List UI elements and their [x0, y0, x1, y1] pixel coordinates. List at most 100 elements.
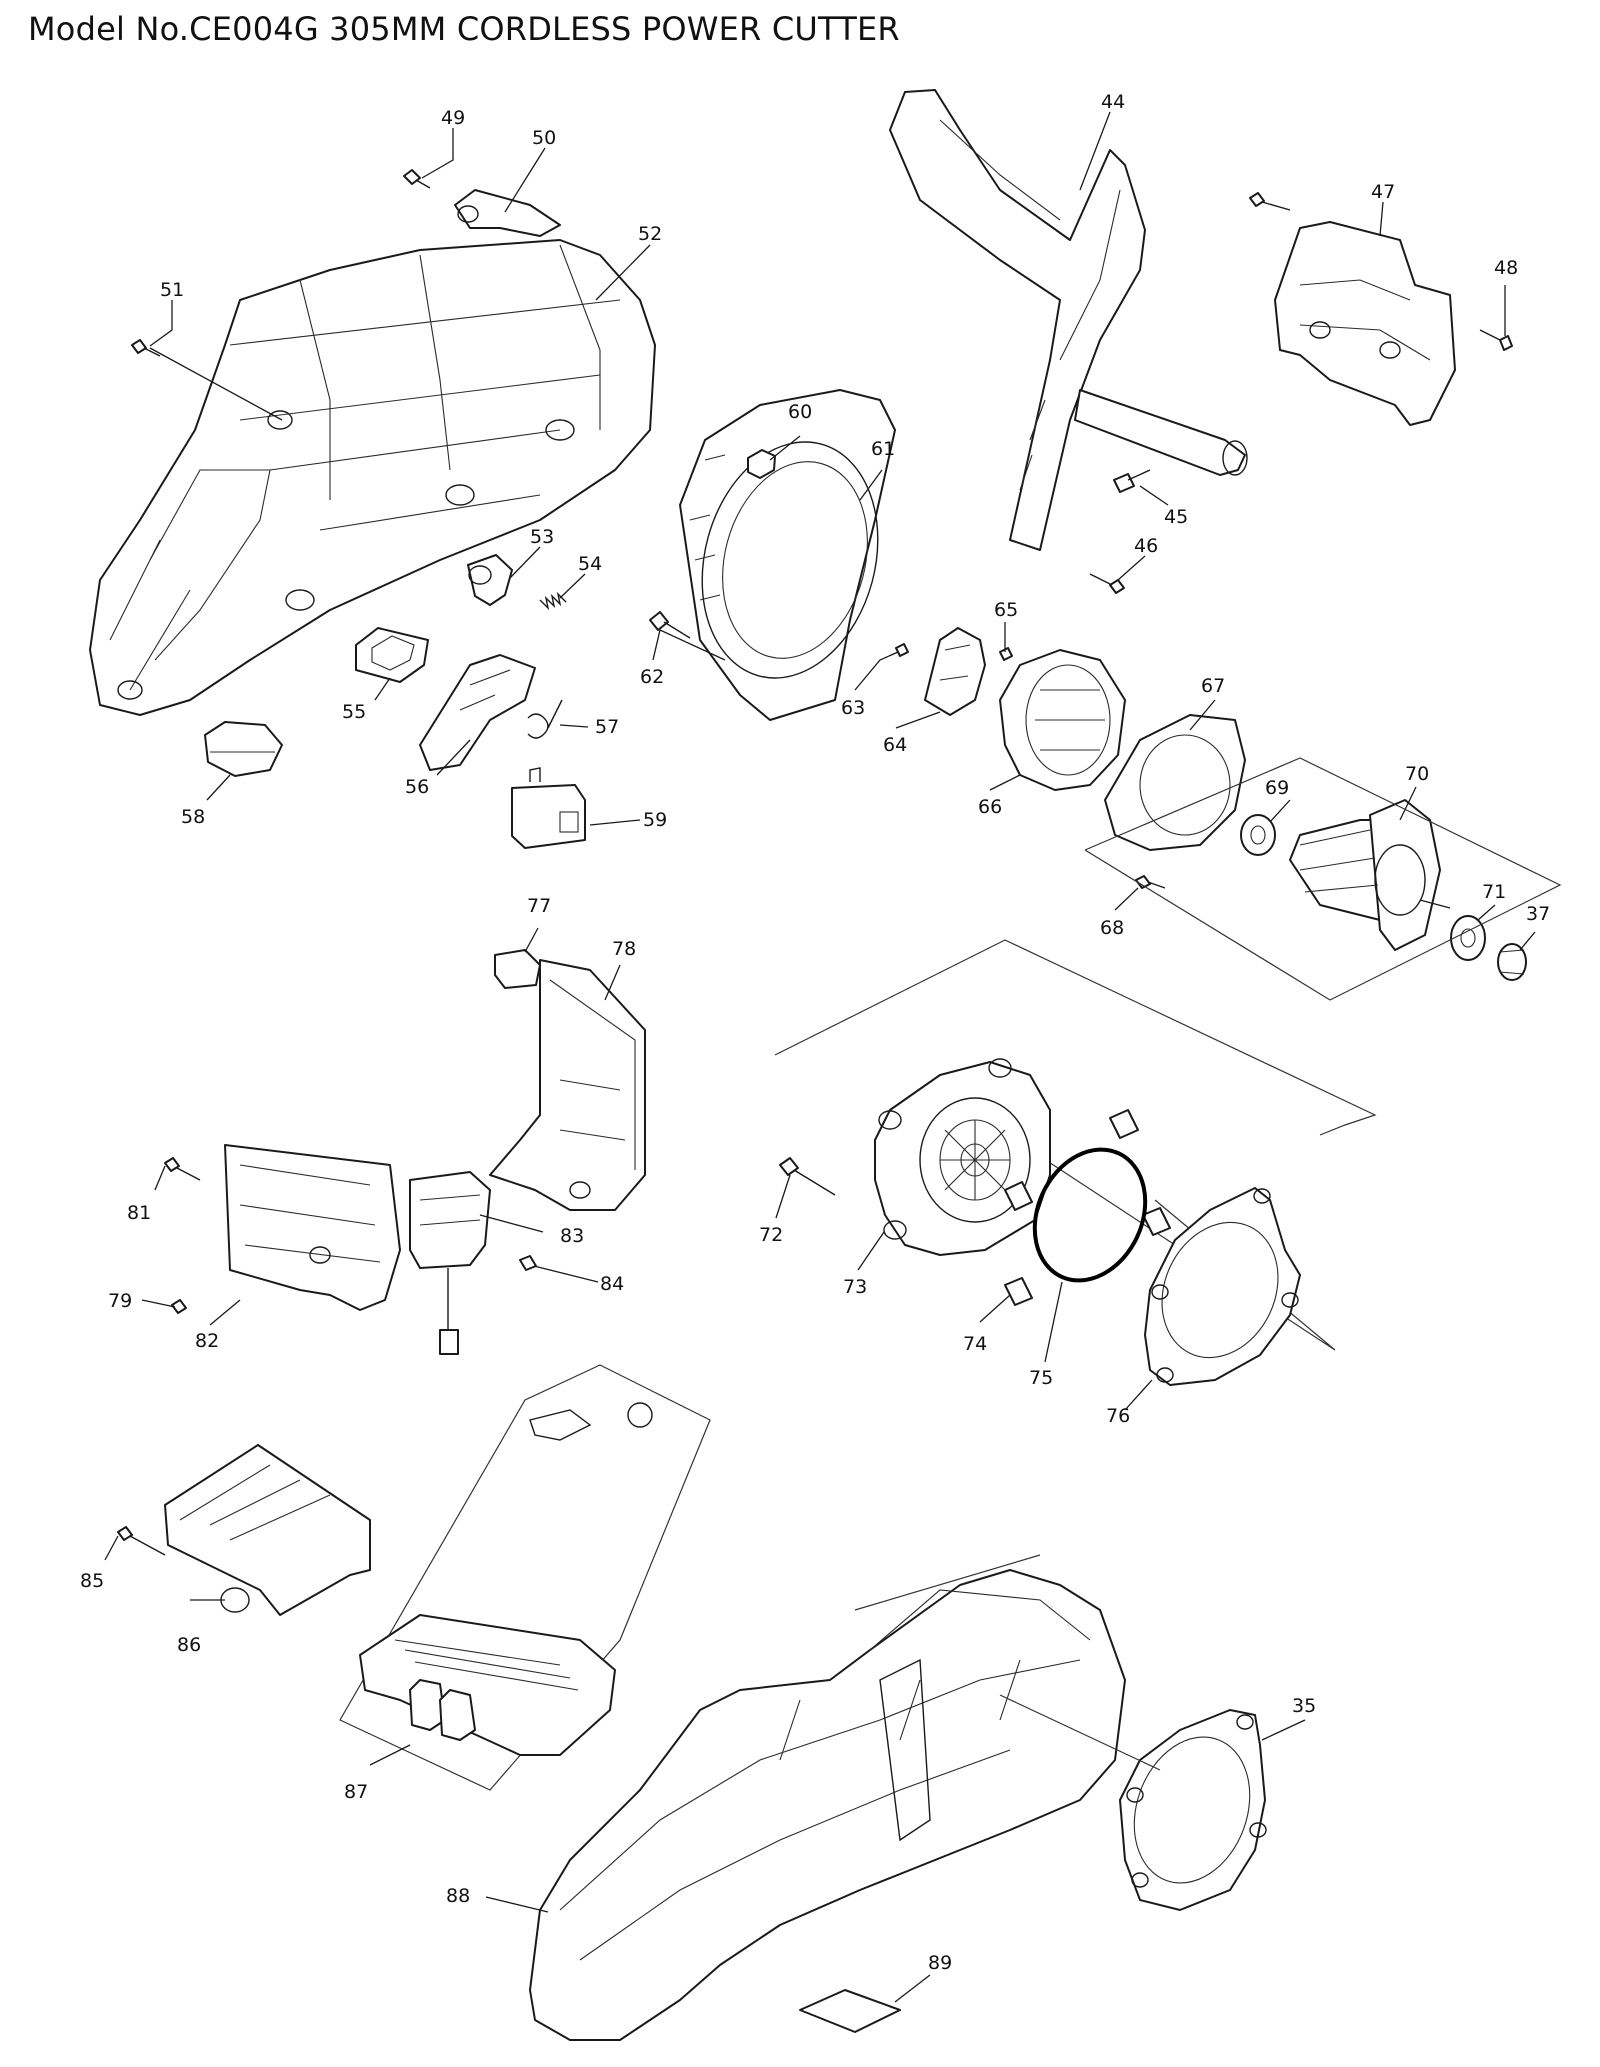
callout-82: 82	[195, 1330, 219, 1352]
part-89-label	[799, 1989, 901, 2033]
callout-74: 74	[963, 1333, 987, 1355]
callout-52: 52	[638, 223, 662, 245]
part-58-rubber-cap	[204, 721, 283, 777]
part-49-screw	[403, 169, 431, 189]
part-71-ball-bearing	[1450, 915, 1486, 961]
part-59-switch-unit	[511, 767, 586, 849]
part-83-switch-board	[409, 1171, 491, 1355]
part-87-controller	[359, 1402, 653, 1756]
callout-79: 79	[108, 1290, 132, 1312]
callout-51: 51	[160, 279, 184, 301]
housing-group-frame	[854, 1554, 1161, 1771]
callout-69: 69	[1265, 777, 1289, 799]
callout-55: 55	[342, 701, 366, 723]
callout-78: 78	[612, 938, 636, 960]
part-85-screw	[117, 1526, 166, 1556]
callout-50: 50	[532, 127, 556, 149]
callout-88: 88	[446, 1885, 470, 1907]
part-37-pinion-gear	[1497, 943, 1527, 981]
part-45-screw	[1113, 469, 1151, 493]
part-77-label	[494, 949, 541, 989]
callout-62: 62	[640, 666, 664, 688]
part-54-spring	[539, 591, 567, 611]
controller-group-frame	[339, 1364, 711, 1791]
callout-58: 58	[181, 806, 205, 828]
part-86-cover	[164, 1444, 371, 1616]
part-67-baffle-plate	[1104, 714, 1246, 851]
part-47-screw	[1249, 192, 1291, 211]
callout-85: 85	[80, 1570, 104, 1592]
part-65-screw	[999, 647, 1013, 661]
callout-72: 72	[759, 1224, 783, 1246]
part-66-stator	[999, 649, 1126, 791]
part-75-o-ring	[1032, 1147, 1148, 1283]
page-title: Model No.CE004G 305MM CORDLESS POWER CUT…	[28, 10, 900, 48]
part-76-gasket	[1144, 1187, 1301, 1386]
callout-61: 61	[871, 438, 895, 460]
callout-37: 37	[1526, 903, 1550, 925]
part-47-handle-bracket	[1274, 221, 1456, 426]
part-63-screw	[895, 643, 909, 657]
callout-45: 45	[1164, 506, 1188, 528]
part-88-main-housing	[529, 1569, 1126, 2041]
part-57-torsion-spring	[527, 699, 563, 739]
callout-73: 73	[843, 1276, 867, 1298]
callout-35: 35	[1292, 1695, 1316, 1717]
callout-67: 67	[1201, 675, 1225, 697]
callout-63: 63	[841, 697, 865, 719]
leader-lines	[104, 111, 1536, 2003]
part-82-switch-box-cover	[224, 1144, 401, 1311]
callout-60: 60	[788, 401, 812, 423]
part-78-controller-cover	[489, 959, 646, 1211]
callout-76: 76	[1106, 1405, 1130, 1427]
callout-71: 71	[1482, 881, 1506, 903]
part-68-screw	[1135, 875, 1166, 889]
part-69-ball-bearing	[1240, 814, 1276, 856]
callout-labels: 49 50 51 52 53 54 55 56 57 58 59 44 45 4…	[80, 91, 1550, 1974]
part-50-lever-cover	[454, 189, 561, 237]
part-81-screw	[164, 1157, 201, 1181]
callout-83: 83	[560, 1225, 584, 1247]
part-74-dowel-pins	[1004, 1109, 1171, 1306]
callout-87: 87	[344, 1781, 368, 1803]
part-72-screw	[779, 1157, 836, 1196]
part-60-hall-sensor	[747, 449, 776, 479]
callout-65: 65	[994, 599, 1018, 621]
part-84-screw	[519, 1255, 537, 1271]
callout-68: 68	[1100, 917, 1124, 939]
callout-49: 49	[441, 107, 465, 129]
part-35-clamp-ring	[1119, 1709, 1267, 1911]
part-44-front-handle	[889, 89, 1248, 551]
callout-56: 56	[405, 776, 429, 798]
callout-84: 84	[600, 1273, 624, 1295]
part-62-screw	[649, 611, 691, 639]
part-73-gear-housing-cover	[874, 1058, 1051, 1256]
part-46-screw	[1089, 573, 1125, 594]
part-56-switch-trigger	[419, 654, 536, 771]
callout-59: 59	[643, 809, 667, 831]
part-70-armature	[1289, 799, 1451, 951]
part-64-sensor-board	[924, 627, 986, 716]
armature-group-frame	[1084, 757, 1562, 1001]
callout-66: 66	[978, 796, 1002, 818]
part-52-housing-half	[89, 239, 656, 716]
callout-57: 57	[595, 716, 619, 738]
part-61-motor-housing	[679, 389, 896, 721]
part-55-switch-button	[355, 627, 429, 683]
callout-47: 47	[1371, 181, 1395, 203]
callout-86: 86	[177, 1634, 201, 1656]
part-79-screw	[171, 1299, 187, 1314]
part-53-lock-button	[467, 554, 513, 606]
callout-77: 77	[527, 895, 551, 917]
callout-89: 89	[928, 1952, 952, 1974]
part-51-screw	[131, 339, 161, 357]
callout-64: 64	[883, 734, 907, 756]
callout-75: 75	[1029, 1367, 1053, 1389]
callout-70: 70	[1405, 763, 1429, 785]
callout-53: 53	[530, 526, 554, 548]
callout-81: 81	[127, 1202, 151, 1224]
callout-48: 48	[1494, 257, 1518, 279]
callout-46: 46	[1134, 535, 1158, 557]
callout-54: 54	[578, 553, 602, 575]
